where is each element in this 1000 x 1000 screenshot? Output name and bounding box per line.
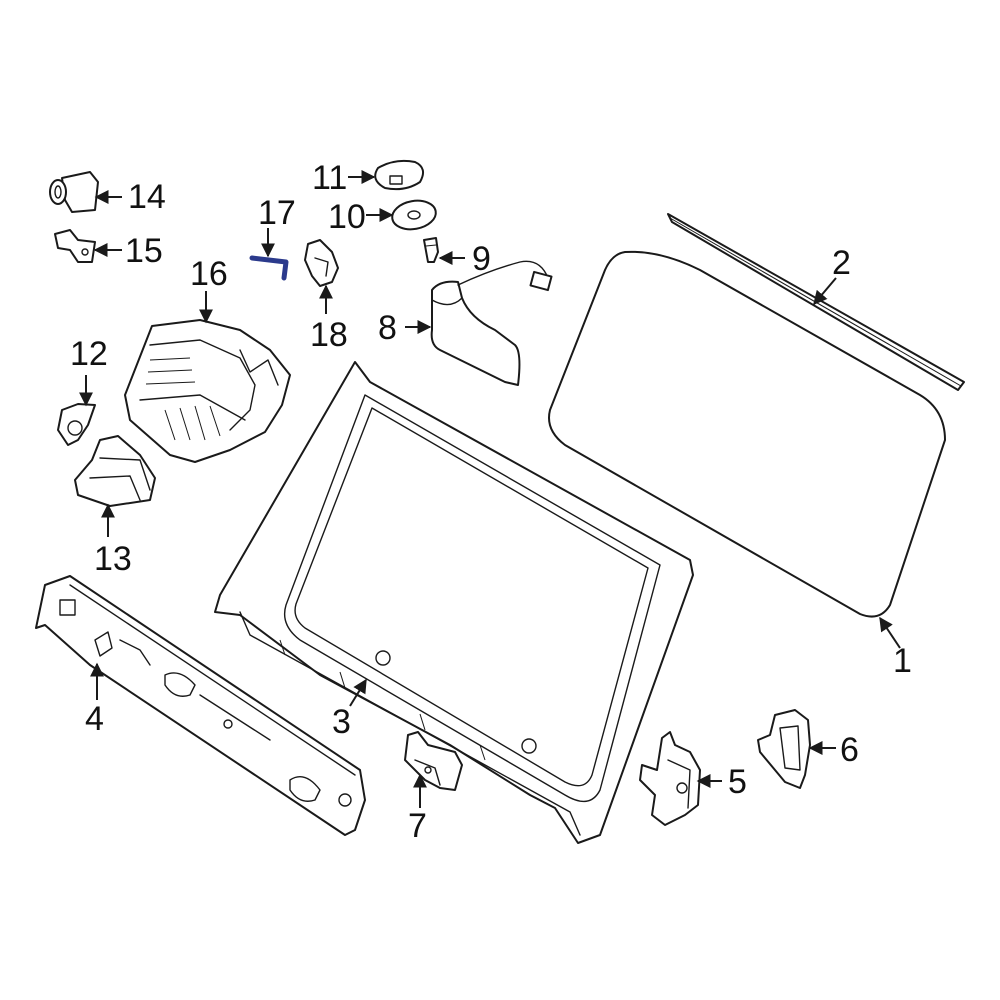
callout-9: 9	[472, 240, 491, 278]
part-1-windshield-glass[interactable]	[548, 250, 946, 618]
part-7-clip[interactable]	[404, 731, 463, 791]
callout-3: 3	[332, 703, 351, 741]
callout-15: 15	[125, 232, 163, 270]
callout-1: 1	[893, 642, 912, 680]
callout-16: 16	[190, 255, 228, 293]
part-3-windshield-frame[interactable]	[214, 361, 694, 844]
part-5-bracket[interactable]	[639, 731, 701, 826]
callout-12: 12	[70, 335, 108, 373]
callout-numbers: 1 2 3 4 5 6 7 8 9 10 11 12 13 14 15 16 1…	[70, 159, 912, 845]
part-11-adhesive-pad[interactable]	[374, 159, 425, 191]
part-8-sensor-housing[interactable]	[430, 260, 553, 386]
part-13-housing[interactable]	[74, 435, 156, 507]
callout-5: 5	[728, 763, 747, 801]
part-6-bracket[interactable]	[757, 709, 811, 789]
callout-17: 17	[258, 194, 296, 232]
part-14-connector[interactable]	[49, 171, 99, 213]
callout-13: 13	[94, 540, 132, 578]
callout-7: 7	[408, 807, 427, 845]
part-12-bracket[interactable]	[57, 403, 96, 446]
callout-11: 11	[312, 159, 347, 197]
callout-leaders	[79, 170, 901, 808]
part-10-mount-plate[interactable]	[390, 197, 438, 232]
callout-6: 6	[840, 731, 859, 769]
callout-10: 10	[328, 198, 366, 236]
part-18-bracket[interactable]	[304, 239, 339, 287]
callout-4: 4	[85, 700, 104, 738]
part-9-screw[interactable]	[423, 237, 439, 263]
part-15-clip-bracket[interactable]	[54, 229, 96, 263]
callout-8: 8	[378, 309, 397, 347]
callout-18: 18	[310, 316, 348, 354]
part-17-bracket-highlighted[interactable]	[249, 255, 289, 281]
callout-14: 14	[128, 178, 166, 216]
callout-2: 2	[832, 244, 851, 282]
part-16-cover[interactable]	[124, 319, 291, 463]
part-4-cowl-panel[interactable]	[35, 575, 366, 836]
